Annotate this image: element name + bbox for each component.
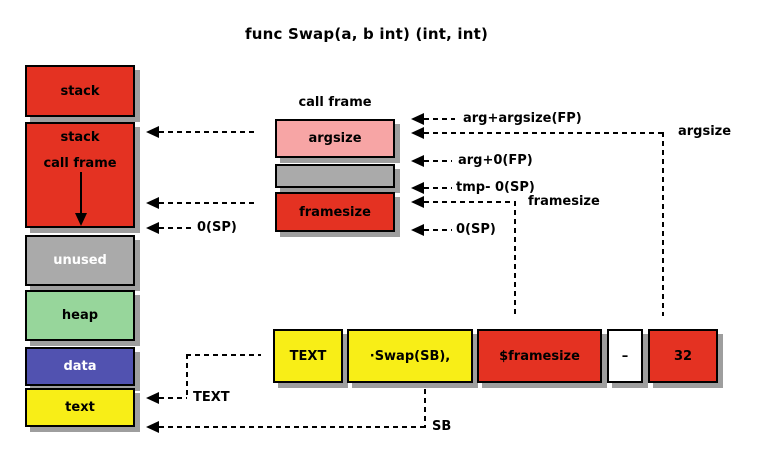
arrowhead-left-icon: [411, 113, 424, 125]
call-frame-slot-argsize: argsize: [275, 119, 395, 158]
arrowhead-left-icon: [146, 392, 159, 404]
memory-segment-text: text: [25, 388, 135, 427]
segment-label: unused: [53, 253, 107, 268]
arrowhead-left-icon: [411, 127, 424, 139]
slot-label: framesize: [299, 204, 371, 220]
dashed-line: [159, 227, 191, 229]
stack-growth-line: [80, 172, 82, 215]
slot-label: argsize: [308, 131, 362, 146]
instruction-box-text: TEXT: [273, 329, 343, 383]
instruction-label: TEXT: [289, 348, 327, 364]
dashed-line: [662, 132, 664, 316]
annotation-left-0sp: 0(SP): [197, 220, 237, 235]
page-title: func Swap(a, b int) (int, int): [245, 25, 489, 43]
dashed-line: [424, 132, 664, 134]
dashed-line: [159, 397, 187, 399]
dashed-line: [514, 201, 516, 316]
memory-segment-heap: heap: [25, 290, 135, 341]
segment-sublabel: call frame: [43, 156, 117, 171]
segment-label: data: [63, 359, 97, 374]
annotation-arg-0-fp: arg+0(FP): [458, 153, 533, 168]
arrowhead-left-icon: [411, 224, 424, 236]
dashed-line: [159, 131, 258, 133]
arrowhead-left-icon: [146, 421, 159, 433]
arrow-down-icon: [75, 213, 87, 226]
arrowhead-left-icon: [411, 155, 424, 167]
dashed-line: [424, 118, 455, 120]
arrowhead-left-icon: [146, 126, 159, 138]
call-frame-slot-unnamed: [275, 164, 395, 188]
instruction-box-framesize: $framesize: [477, 329, 602, 383]
instruction-label: $framesize: [499, 348, 580, 364]
annotation-text-ptr: TEXT: [193, 390, 230, 405]
segment-label: heap: [61, 308, 99, 323]
instruction-label: 32: [673, 348, 693, 364]
dashed-line: [159, 426, 426, 428]
annotation-sb-ptr: SB: [432, 419, 452, 434]
instruction-label: –: [621, 348, 629, 364]
arrowhead-left-icon: [146, 222, 159, 234]
annotation-tmp-0-sp: tmp- 0(SP): [456, 180, 535, 195]
memory-segment-stack-call-frame: stack call frame: [25, 122, 135, 228]
annotation-framesize: framesize: [528, 194, 600, 209]
call-frame-title: call frame: [298, 95, 372, 110]
annotation-arg-argsize-fp: arg+argsize(FP): [463, 111, 582, 126]
dashed-line: [159, 202, 258, 204]
call-frame-slot-framesize: framesize: [275, 192, 395, 232]
dashed-line: [424, 187, 452, 189]
dashed-line: [186, 354, 188, 399]
dashed-line: [424, 160, 452, 162]
arrowhead-left-icon: [411, 196, 424, 208]
annotation-argsize: argsize: [678, 124, 732, 139]
memory-segment-stack: stack: [25, 65, 135, 117]
segment-label: stack: [60, 130, 100, 145]
instruction-box-swap-sb: ·Swap(SB),: [347, 329, 473, 383]
arrowhead-left-icon: [146, 197, 159, 209]
instruction-box-argsize-value: 32: [648, 329, 718, 383]
memory-segment-data: data: [25, 347, 135, 386]
instruction-box-dash: –: [607, 329, 643, 383]
instruction-label: ·Swap(SB),: [369, 348, 451, 364]
dashed-line: [186, 354, 261, 356]
memory-segment-unused: unused: [25, 235, 135, 286]
dashed-line: [424, 389, 426, 428]
segment-label: stack: [60, 83, 100, 99]
arrowhead-left-icon: [411, 182, 424, 194]
dashed-line: [424, 229, 452, 231]
segment-label: text: [65, 400, 95, 415]
annotation-right-0sp: 0(SP): [456, 222, 496, 237]
dashed-line: [424, 201, 515, 203]
